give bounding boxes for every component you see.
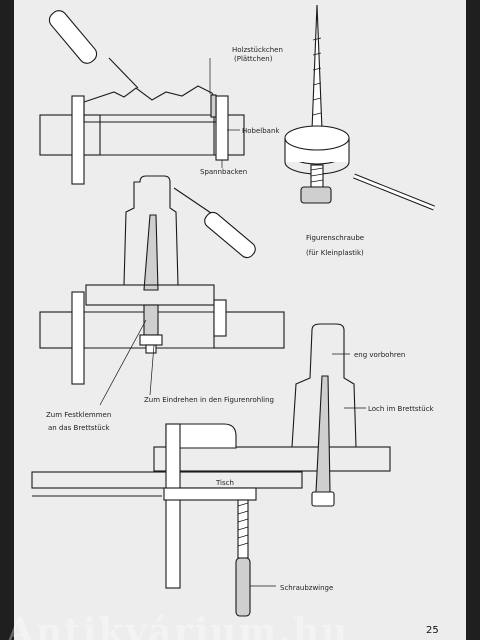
label-hobelbank: Hobelbank (242, 127, 280, 135)
label-loch-im-brettstueck: Loch im Brettstück (368, 405, 435, 413)
page-number: 25 (426, 625, 439, 636)
figure-screw-icon (284, 4, 435, 211)
label-tisch: Tisch (215, 479, 234, 487)
figure-table-clamp (31, 323, 391, 617)
label-figurenschraube-2: (für Kleinplastik) (306, 249, 364, 257)
label-eindrehen: Zum Eindrehen in den Figurenrohling (144, 396, 274, 404)
chisel-icon (48, 10, 139, 89)
label-holzstuecken-1: Holzstückchen (232, 46, 283, 54)
label-festklemmen-1: Zum Festklemmen (46, 411, 111, 419)
book-page: Holzstückchen (Plättchen) Hobelbank Span… (14, 0, 466, 640)
figure-bench-clamp (39, 10, 245, 185)
label-schraubzwinge: Schraubzwinge (280, 584, 333, 592)
label-holzstuecken-2: (Plättchen) (234, 55, 273, 63)
awl-icon (173, 187, 256, 259)
label-festklemmen-2: an das Brettstück (48, 424, 111, 432)
label-spannbacken: Spannbacken (200, 168, 247, 176)
figure-blank-on-bench (39, 175, 285, 406)
label-figurenschraube-1: Figurenschraube (306, 234, 364, 242)
illustration: Holzstückchen (Plättchen) Hobelbank Span… (31, 4, 439, 636)
label-eng-vorbohren: eng vorbohren (354, 351, 405, 359)
